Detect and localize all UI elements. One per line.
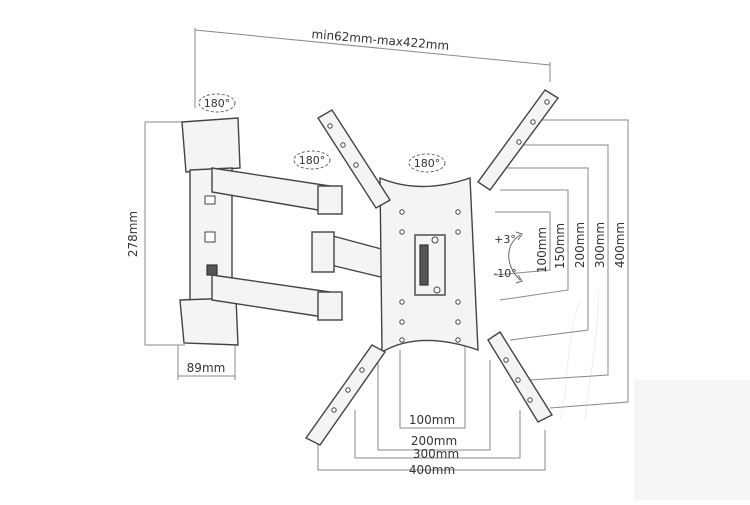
arm-bottom-left <box>304 344 387 446</box>
wall-plate-bottom-block <box>179 297 239 346</box>
vesa-v300-line <box>515 144 609 381</box>
background-decor <box>559 289 750 500</box>
arm-slot <box>327 123 333 129</box>
vesa-h200-label: 200mm <box>411 434 457 448</box>
lower-arm-joint <box>317 291 343 321</box>
vesa-h400-label: 400mm <box>409 463 455 477</box>
wall-plate <box>179 117 241 346</box>
vesa-v200-label: 200mm <box>573 222 587 268</box>
rotation-indicators <box>198 93 523 284</box>
vesa-h100-line <box>399 345 466 429</box>
arm-slot <box>340 142 346 148</box>
vesa-v200-line <box>505 167 589 341</box>
vesa-h200-line <box>377 360 491 451</box>
vesa-tilt-hinge <box>419 244 429 286</box>
arm-bottom-right <box>487 331 554 423</box>
rotate-arm-icon <box>293 150 331 170</box>
arm-slot <box>331 407 337 413</box>
wall-plate-slot-mid <box>204 231 216 243</box>
vesa-v100-label: 100mm <box>535 227 549 273</box>
swing-arms <box>211 167 386 321</box>
wall-plate-bolt <box>206 264 218 276</box>
vesa-h400-line <box>317 430 546 471</box>
plate-hole <box>399 229 405 235</box>
vesa-v150-line <box>499 189 569 301</box>
width-range-line <box>194 29 551 66</box>
vesa-h100-label: 100mm <box>409 413 455 427</box>
plate-hole <box>455 209 461 215</box>
background-shelf <box>634 380 750 500</box>
background-plant-stem <box>584 289 599 421</box>
rotate-plate-icon <box>408 153 446 173</box>
vesa-h300-label: 300mm <box>413 447 459 461</box>
plate-hole <box>455 299 461 305</box>
background-plant <box>559 299 581 421</box>
vesa-v400-label: 400mm <box>613 222 627 268</box>
upper-arm-joint <box>317 185 343 215</box>
plate-hole <box>399 299 405 305</box>
tilt-arrow-down-icon <box>515 274 523 284</box>
arm-slot <box>359 367 365 373</box>
arm-slot <box>345 387 351 393</box>
depth-label: 89mm <box>187 361 226 375</box>
arm-slot <box>516 139 522 145</box>
tilt-bolt-top <box>431 236 439 244</box>
rotation-plate-label: 180° <box>414 157 441 170</box>
vesa-plate <box>379 176 479 354</box>
arm-slot <box>353 162 359 168</box>
rotation-wall-label: 180° <box>204 97 231 110</box>
rotation-arm-label: 180° <box>299 154 326 167</box>
dimension-lines <box>144 28 629 471</box>
plate-hole <box>399 337 405 343</box>
vesa-v400-line <box>530 119 629 409</box>
tilt-arrow-up-icon <box>515 231 523 241</box>
plate-hole <box>455 337 461 343</box>
tilt-down-label: -10° <box>493 267 516 280</box>
wall-plate-top-block <box>181 117 241 173</box>
tilt-arc-icon <box>508 234 521 281</box>
width-range-label: min62mm-max422mm <box>311 27 450 53</box>
plate-hole <box>455 229 461 235</box>
tilt-bolt-bottom <box>433 286 441 294</box>
arm-slot <box>515 377 521 383</box>
vesa-extension-arms <box>304 89 560 446</box>
arm-slot <box>530 119 536 125</box>
vesa-v100-line <box>494 211 551 276</box>
vesa-v150-label: 150mm <box>553 223 567 269</box>
plate-hole <box>455 319 461 325</box>
plate-hole <box>399 319 405 325</box>
arm-slot <box>503 357 509 363</box>
arm-top-left <box>317 109 391 209</box>
rotate-wall-icon <box>198 93 236 113</box>
height-label: 278mm <box>126 211 140 257</box>
vesa-h300-line <box>354 410 521 459</box>
middle-arm-joint <box>311 231 335 273</box>
vesa-v300-label: 300mm <box>593 222 607 268</box>
arm-slot <box>544 99 550 105</box>
arm-slot <box>527 397 533 403</box>
tilt-up-label: +3° <box>494 233 516 246</box>
plate-hole <box>399 209 405 215</box>
wall-plate-slot-top <box>204 195 216 205</box>
